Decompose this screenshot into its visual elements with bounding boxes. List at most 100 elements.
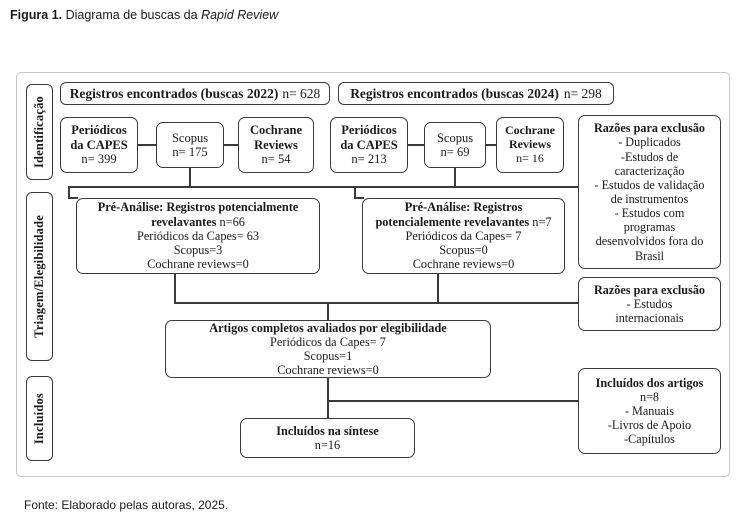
pre-analise-box-left-head-1: Pré-Análise: Registros potencialmente xyxy=(97,200,299,215)
source-box-capes-2022: Periódicos da CAPES n= 399 xyxy=(60,117,138,173)
connector-pre-analise-left-drop xyxy=(174,274,176,302)
connector-sintese-to-incluidos-artigos xyxy=(327,400,579,402)
source-box-scopus-2024-name-1: Scopus xyxy=(436,130,474,145)
stage-label-triagem: Triagem/Elegibilidade xyxy=(26,192,53,361)
connector-elegibilidade-bus xyxy=(174,302,579,304)
figure-source-note: Fonte: Elaborado pelas autoras, 2025. xyxy=(24,498,229,512)
elegibilidade-box-line-2: Scopus=1 xyxy=(303,349,353,363)
pre-analise-box-right: Pré-Análise: Registros potencialemente r… xyxy=(362,198,565,274)
header-box-busca-2022-count: n= 628 xyxy=(282,85,321,101)
pre-analise-box-right-line-1: Periódicos da Capes= 7 xyxy=(405,228,522,243)
pre-analise-box-left-line-3: Cochrane reviews=0 xyxy=(147,257,249,272)
pre-analise-box-left: Pré-Análise: Registros potencialmente re… xyxy=(76,198,320,274)
exclusion-box-1-title: Razões para exclusão xyxy=(593,121,706,136)
exclusion-box-1-line-3: caracterização xyxy=(614,163,685,178)
incluidos-artigos-box: Incluídos dos artigos n=8 - Manuais -Liv… xyxy=(578,368,721,454)
source-box-scopus-2022: Scopus n= 175 xyxy=(156,122,224,168)
connector-pre-analise-right-drop xyxy=(437,274,439,302)
stage-label-incluidos: Incluídos xyxy=(26,376,53,461)
pre-analise-box-left-line-1: Periódicos da Capes= 63 xyxy=(136,228,260,243)
source-box-cochrane-2022: Cochrane Reviews n= 54 xyxy=(238,117,314,173)
elegibilidade-box: Artigos completos avaliados por elegibil… xyxy=(165,320,491,378)
source-box-scopus-2022-name-1: Scopus xyxy=(171,130,209,145)
exclusion-box-2-title: Razões para exclusão xyxy=(593,282,706,297)
header-box-busca-2024-count: n= 298 xyxy=(563,85,602,101)
pre-analise-box-right-count: n=7 xyxy=(529,214,552,229)
connector-bus-to-pre-analise-left-h xyxy=(68,197,78,199)
source-box-scopus-2024-count: n= 69 xyxy=(440,145,470,159)
pre-analise-box-right-line-2: Scopus=0 xyxy=(439,243,488,258)
incluidos-artigos-box-line-1: - Manuais xyxy=(624,403,675,418)
pre-analise-box-left-count: n=66 xyxy=(216,214,245,229)
connector-bus-to-elegibilidade xyxy=(327,302,329,321)
connector-capes-scopus-2024 xyxy=(407,144,425,146)
stage-label-identificacao-text: Identificação xyxy=(32,95,46,169)
header-box-busca-2024-title: Registros encontrados (buscas 2024) xyxy=(350,85,559,101)
elegibilidade-box-title: Artigos completos avaliados por elegibil… xyxy=(209,320,447,335)
exclusion-box-1: Razões para exclusão - Duplicados -Estud… xyxy=(578,115,721,269)
source-box-capes-2024-count: n= 213 xyxy=(351,152,387,167)
sintese-box: Incluídos na síntese n=16 xyxy=(240,418,415,458)
pre-analise-box-left-head-2-wrap: revelavantes n=66 xyxy=(151,215,245,229)
connector-bus-to-pre-analise-right-h xyxy=(354,197,364,199)
source-box-cochrane-2024-name-2: Reviews xyxy=(509,137,551,152)
pre-analise-box-left-head-2: revelavantes xyxy=(151,214,217,229)
elegibilidade-box-line-3: Cochrane reviews=0 xyxy=(277,363,379,378)
figure-caption-label: Figura 1. xyxy=(10,8,63,22)
source-box-cochrane-2024: Cochrane Reviews n= 16 xyxy=(496,117,564,173)
exclusion-box-2-line-2: internacionais xyxy=(615,311,684,326)
stage-label-incluidos-text: Incluídos xyxy=(32,392,46,445)
connector-scopus-2022-drop xyxy=(189,167,191,186)
header-box-busca-2024: Registros encontrados (buscas 2024) n= 2… xyxy=(338,82,614,105)
exclusion-box-1-line-8: desenvolvidos fora do xyxy=(595,234,704,249)
connector-bus-to-exclusion-1 xyxy=(565,186,579,188)
source-box-capes-2022-count: n= 399 xyxy=(81,152,117,167)
source-box-scopus-2022-count: n= 175 xyxy=(172,145,208,159)
connector-bus-to-pre-analise-right xyxy=(354,186,356,198)
exclusion-box-1-line-4: - Estudos de validação xyxy=(594,177,705,192)
source-box-cochrane-2022-count: n= 54 xyxy=(261,152,291,167)
sintese-box-title: Incluídos na síntese xyxy=(276,423,379,438)
source-box-cochrane-2024-name-1: Cochrane xyxy=(505,123,555,138)
connector-elegibilidade-drop xyxy=(327,377,329,419)
incluidos-artigos-box-line-2: -Livros de Apoio xyxy=(607,418,692,433)
pre-analise-box-right-line-3: Cochrane reviews=0 xyxy=(412,257,515,272)
exclusion-box-2-line-1: - Estudos xyxy=(626,296,673,311)
exclusion-box-1-line-9: Brasil xyxy=(634,248,665,263)
exclusion-box-1-line-2: -Estudos de xyxy=(620,149,679,164)
connector-identification-bus xyxy=(68,186,579,188)
figure-caption-text: Diagrama de buscas da xyxy=(62,8,202,22)
incluidos-artigos-box-title: Incluídos dos artigos xyxy=(595,375,704,390)
pre-analise-box-right-head-1: Pré-Análise: Registros xyxy=(404,200,523,215)
exclusion-box-1-line-7: programas xyxy=(623,220,676,235)
incluidos-artigos-box-line-3: -Capítulos xyxy=(624,432,675,447)
source-box-capes-2024: Periódicos da CAPES n= 213 xyxy=(330,117,408,173)
source-box-scopus-2024: Scopus n= 69 xyxy=(424,122,486,168)
header-box-busca-2022: Registros encontrados (buscas 2022) n= 6… xyxy=(60,82,330,105)
connector-scopus-cochrane-2022 xyxy=(223,144,239,146)
sintese-box-count: n=16 xyxy=(314,438,341,452)
pre-analise-box-left-line-2: Scopus=3 xyxy=(173,243,223,258)
stage-label-triagem-text: Triagem/Elegibilidade xyxy=(32,215,46,338)
stage-label-identificacao: Identificação xyxy=(26,84,53,180)
exclusion-box-2: Razões para exclusão - Estudos internaci… xyxy=(578,277,721,331)
connector-scopus-cochrane-2024 xyxy=(485,144,497,146)
connector-capes-scopus-2022 xyxy=(137,144,157,146)
header-box-busca-2022-title: Registros encontrados (buscas 2022) xyxy=(69,85,279,101)
elegibilidade-box-line-1: Periódicos da Capes= 7 xyxy=(270,334,386,349)
exclusion-box-1-line-1: - Duplicados xyxy=(618,135,681,150)
source-box-capes-2024-name-2: da CAPES xyxy=(340,137,398,152)
figure-caption: Figura 1. Diagrama de buscas da Rapid Re… xyxy=(10,8,278,22)
source-box-cochrane-2022-name-2: Reviews xyxy=(254,137,298,152)
source-box-cochrane-2024-count: n= 16 xyxy=(516,150,544,165)
pre-analise-box-right-head-2-wrap: potencialemente revelavantes n=7 xyxy=(375,215,551,229)
source-box-capes-2024-name-1: Periódicos xyxy=(341,123,397,138)
pre-analise-box-right-head-2: potencialemente revelavantes xyxy=(375,214,530,229)
connector-scopus-2024-drop xyxy=(454,167,456,186)
source-box-capes-2022-name-2: da CAPES xyxy=(70,137,128,152)
exclusion-box-1-line-5: de instrumentos xyxy=(610,192,689,206)
figure-caption-emphasis: Rapid Review xyxy=(201,8,279,22)
connector-bus-to-pre-analise-left xyxy=(68,186,70,198)
exclusion-box-1-line-6: - Estudos com xyxy=(614,206,685,221)
source-box-cochrane-2022-name-1: Cochrane xyxy=(249,123,303,138)
